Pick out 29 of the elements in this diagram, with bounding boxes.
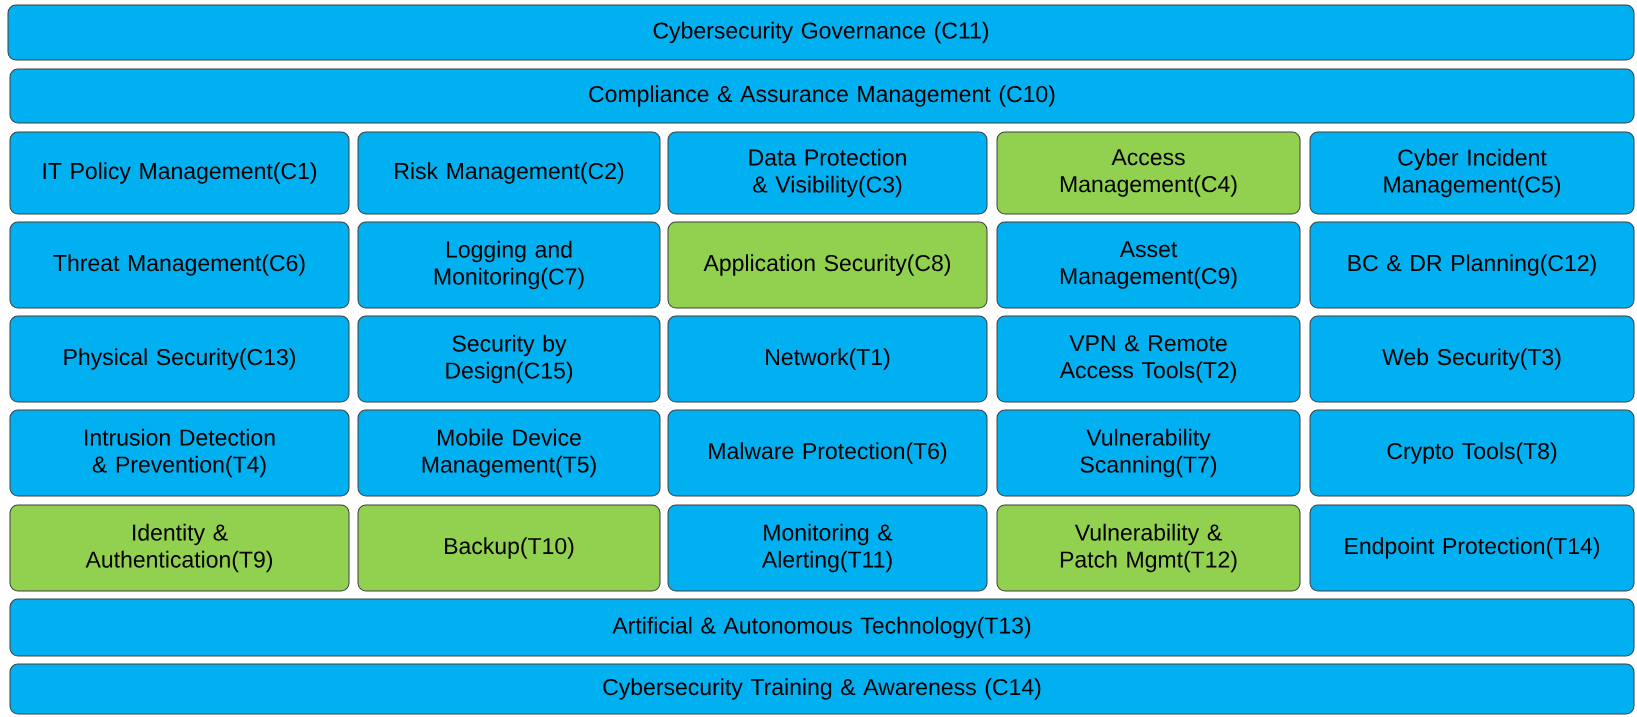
- category-box: Monitoring & Alerting(T11): [667, 504, 988, 592]
- category-box: Security by Design(C15): [357, 315, 661, 403]
- category-box: Cyber Incident Management(C5): [1309, 131, 1635, 215]
- category-box: Risk Management(C2): [357, 131, 661, 215]
- category-box: IT Policy Management(C1): [9, 131, 350, 215]
- category-box: Cybersecurity Training & Awareness (C14): [9, 663, 1635, 715]
- category-box: Vulnerability & Patch Mgmt(T12): [996, 504, 1301, 592]
- category-box: Threat Management(C6): [9, 221, 350, 309]
- category-box: BC & DR Planning(C12): [1309, 221, 1635, 309]
- category-box: Crypto Tools(T8): [1309, 409, 1635, 497]
- category-box: Vulnerability Scanning(T7): [996, 409, 1301, 497]
- category-box: Artificial & Autonomous Technology(T13): [9, 598, 1635, 657]
- category-box: VPN & Remote Access Tools(T2): [996, 315, 1301, 403]
- category-box: Identity & Authentication(T9): [9, 504, 350, 592]
- category-box: Access Management(C4): [996, 131, 1301, 215]
- category-box: Network(T1): [667, 315, 988, 403]
- category-box: Malware Protection(T6): [667, 409, 988, 497]
- category-box: Logging and Monitoring(C7): [357, 221, 661, 309]
- category-box: Cybersecurity Governance (C11): [7, 4, 1635, 61]
- category-box: Intrusion Detection & Prevention(T4): [9, 409, 350, 497]
- category-box: Backup(T10): [357, 504, 661, 592]
- category-box: Compliance & Assurance Management (C10): [9, 68, 1635, 124]
- category-box: Asset Management(C9): [996, 221, 1301, 309]
- category-box: Endpoint Protection(T14): [1309, 504, 1635, 592]
- category-box: Physical Security(C13): [9, 315, 350, 403]
- category-box: Data Protection & Visibility(C3): [667, 131, 988, 215]
- category-box: Mobile Device Management(T5): [357, 409, 661, 497]
- category-box: Web Security(T3): [1309, 315, 1635, 403]
- category-box: Application Security(C8): [667, 221, 988, 309]
